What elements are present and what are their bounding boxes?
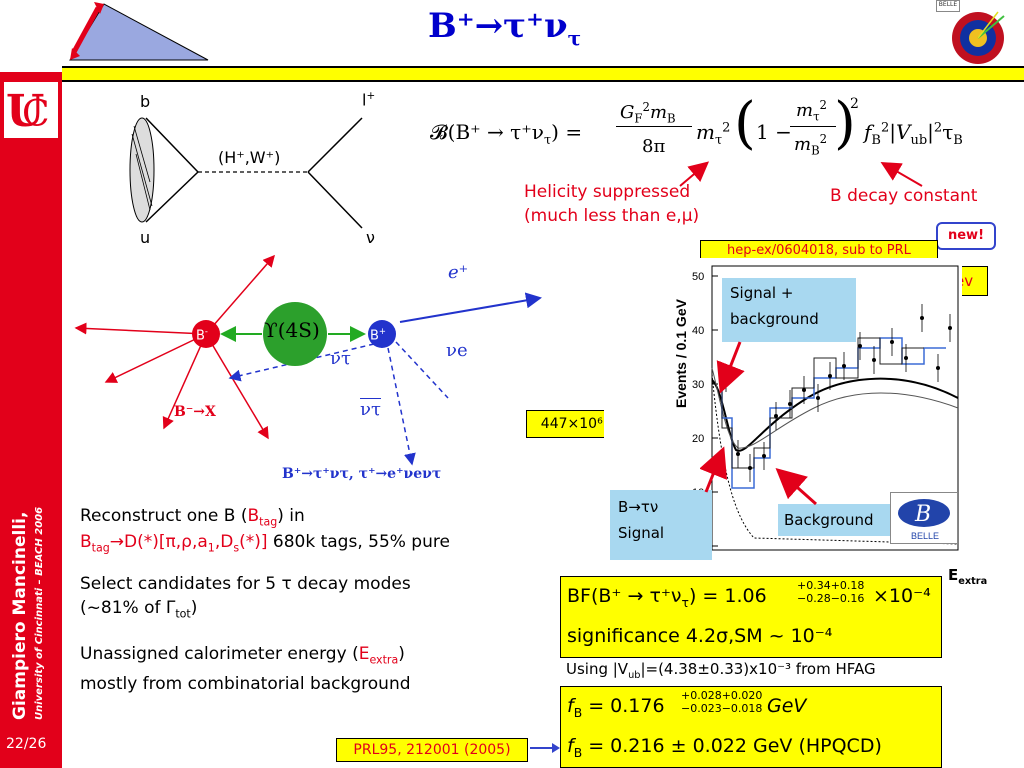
nu-tau-2-label: ντ: [360, 398, 381, 420]
svg-text:C: C: [22, 94, 50, 135]
legend-background: Background: [778, 504, 896, 536]
legend-signal-bkg: Signal +background: [722, 278, 856, 342]
belle-small-icon: BELLE: [936, 0, 960, 12]
bf-result-box: BF(B⁺ → τ⁺ντ) = 1.06 +0.34+0.18−0.28−0.1…: [560, 576, 942, 658]
new-tag: new!: [936, 222, 996, 250]
ee-plot: 01020304050 Events / 0.1 GeV Signal +bac…: [604, 258, 962, 560]
e-plus-label: e⁺: [448, 262, 469, 283]
b-plus-label: B+: [370, 326, 386, 344]
helicity-line2: (much less than e,μ): [524, 206, 700, 226]
hep-reference: hep-ex/0604018, sub to PRL: [700, 240, 938, 262]
upsilon-label: ϒ(4S): [264, 318, 320, 342]
svg-text:U: U: [6, 86, 44, 137]
nu-e-label: νe: [446, 340, 468, 361]
uc-logo-icon: U C: [4, 82, 58, 138]
b-to-x-label: B⁻→X: [174, 404, 216, 420]
belle-logo-icon: B BELLE: [890, 492, 958, 544]
detector-logo-icon: [952, 11, 1005, 64]
b-minus-label: B-: [196, 326, 208, 344]
triangle-logo-icon: [69, 2, 209, 61]
page-number: 22/26: [6, 736, 47, 752]
plot-ylabel: Events / 0.1 GeV: [673, 298, 689, 408]
bullet-3: Unassigned calorimeter energy (Eextra)mo…: [80, 644, 411, 695]
page-title: B⁺→τ⁺ντ: [428, 6, 582, 50]
decay-chain-label: B⁺→τ⁺ντ, τ⁺→e⁺νeντ: [282, 466, 442, 482]
decay-constant-label: B decay constant: [830, 186, 978, 206]
svg-text:BELLE: BELLE: [911, 531, 939, 541]
vub-note: Using |Vub|=(4.38±0.33)x10⁻³ from HFAG: [566, 660, 876, 681]
svg-text:B: B: [914, 502, 931, 527]
prl-arrow-icon: [530, 743, 560, 753]
title-underline: [62, 66, 1024, 82]
legend-arrows: [700, 341, 817, 506]
event-diagram: [74, 254, 542, 466]
feynman-diagram: [129, 117, 363, 229]
plot-ytick: 30: [692, 379, 704, 391]
sidebar-top: [0, 0, 62, 72]
feynman-nu: ν: [366, 228, 375, 247]
fb-result-box: fB = 0.176 +0.028+0.020−0.023−0.018 GeV …: [560, 686, 942, 768]
bullet-1b: Btag→D(*)[π,ρ,a1,Ds(*)] 680k tags, 55% p…: [80, 532, 450, 555]
prl-reference: PRL95, 212001 (2005): [336, 738, 528, 762]
feynman-b: b: [140, 92, 151, 111]
feynman-lepton: l+: [362, 90, 376, 110]
affiliation: University of Cincinnati – BEACH 2006: [34, 506, 45, 720]
bullet-2: Select candidates for 5 τ decay modes(~8…: [80, 574, 411, 621]
feynman-mediator: (H⁺,W⁺): [218, 148, 281, 167]
significance: significance 4.2σ,SM ~ 10⁻⁴: [567, 625, 833, 647]
nu-tau-1-label: ντ: [330, 348, 351, 369]
branching-formula: 𝓑(B⁺ → τ⁺ντ) = GF2mB 8π mτ2 ( 1 − mτ2 mB…: [430, 91, 963, 158]
feynman-u: u: [140, 228, 151, 247]
plot-ytick: 40: [692, 325, 704, 337]
plot-ytick: 50: [692, 271, 704, 283]
helicity-line1: Helicity suppressed: [524, 182, 691, 202]
author-name: Giampiero Mancinelli,: [10, 511, 30, 720]
annotation-arrows: [679, 161, 923, 187]
bullet-1: Reconstruct one B (Btag) in: [80, 506, 305, 529]
plot-ytick: 20: [692, 433, 704, 445]
plot-xlabel: Eextra: [948, 566, 988, 587]
